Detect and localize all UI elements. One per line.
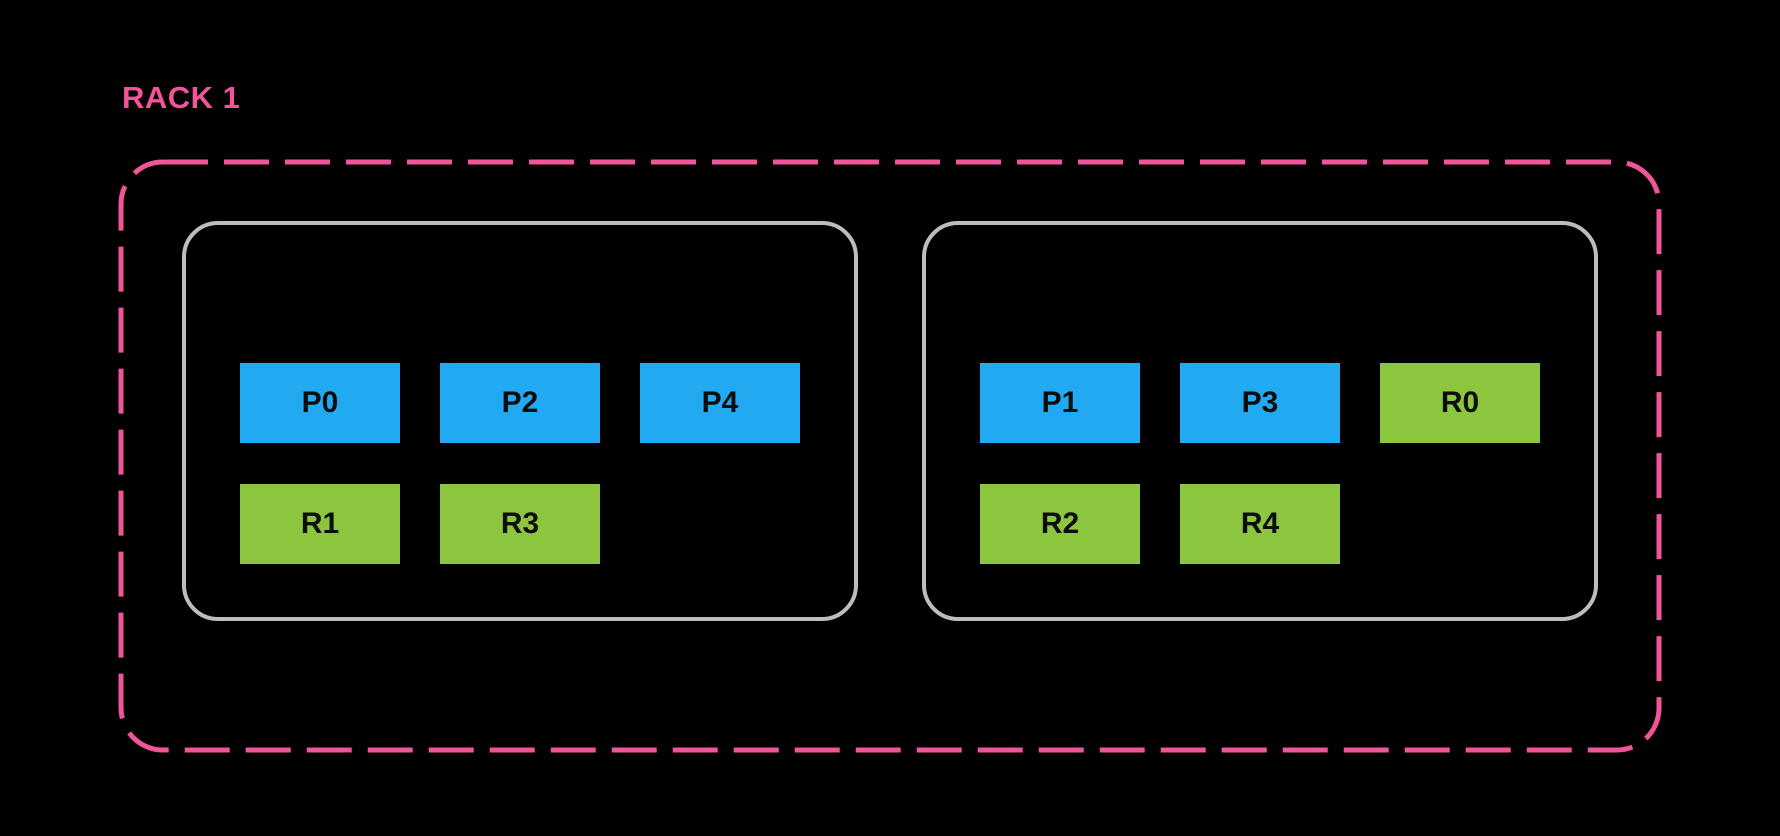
slot-row-top: P0 P2 P4 bbox=[240, 363, 854, 443]
server-node-2: P1 P3 R0 R2 R4 bbox=[922, 221, 1598, 621]
slot-r4: R4 bbox=[1180, 484, 1340, 564]
slot-p3: P3 bbox=[1180, 363, 1340, 443]
slot-r3: R3 bbox=[440, 484, 600, 564]
slot-row-top: P1 P3 R0 bbox=[980, 363, 1594, 443]
slot-p0: P0 bbox=[240, 363, 400, 443]
slot-r0: R0 bbox=[1380, 363, 1540, 443]
slot-row-bottom: R2 R4 bbox=[980, 484, 1594, 564]
slot-r1: R1 bbox=[240, 484, 400, 564]
slot-r2: R2 bbox=[980, 484, 1140, 564]
slot-p2: P2 bbox=[440, 363, 600, 443]
slot-p1: P1 bbox=[980, 363, 1140, 443]
server-node-1: P0 P2 P4 R1 R3 bbox=[182, 221, 858, 621]
rack-title: RACK 1 bbox=[122, 80, 241, 115]
slot-p4: P4 bbox=[640, 363, 800, 443]
slot-row-bottom: R1 R3 bbox=[240, 484, 854, 564]
